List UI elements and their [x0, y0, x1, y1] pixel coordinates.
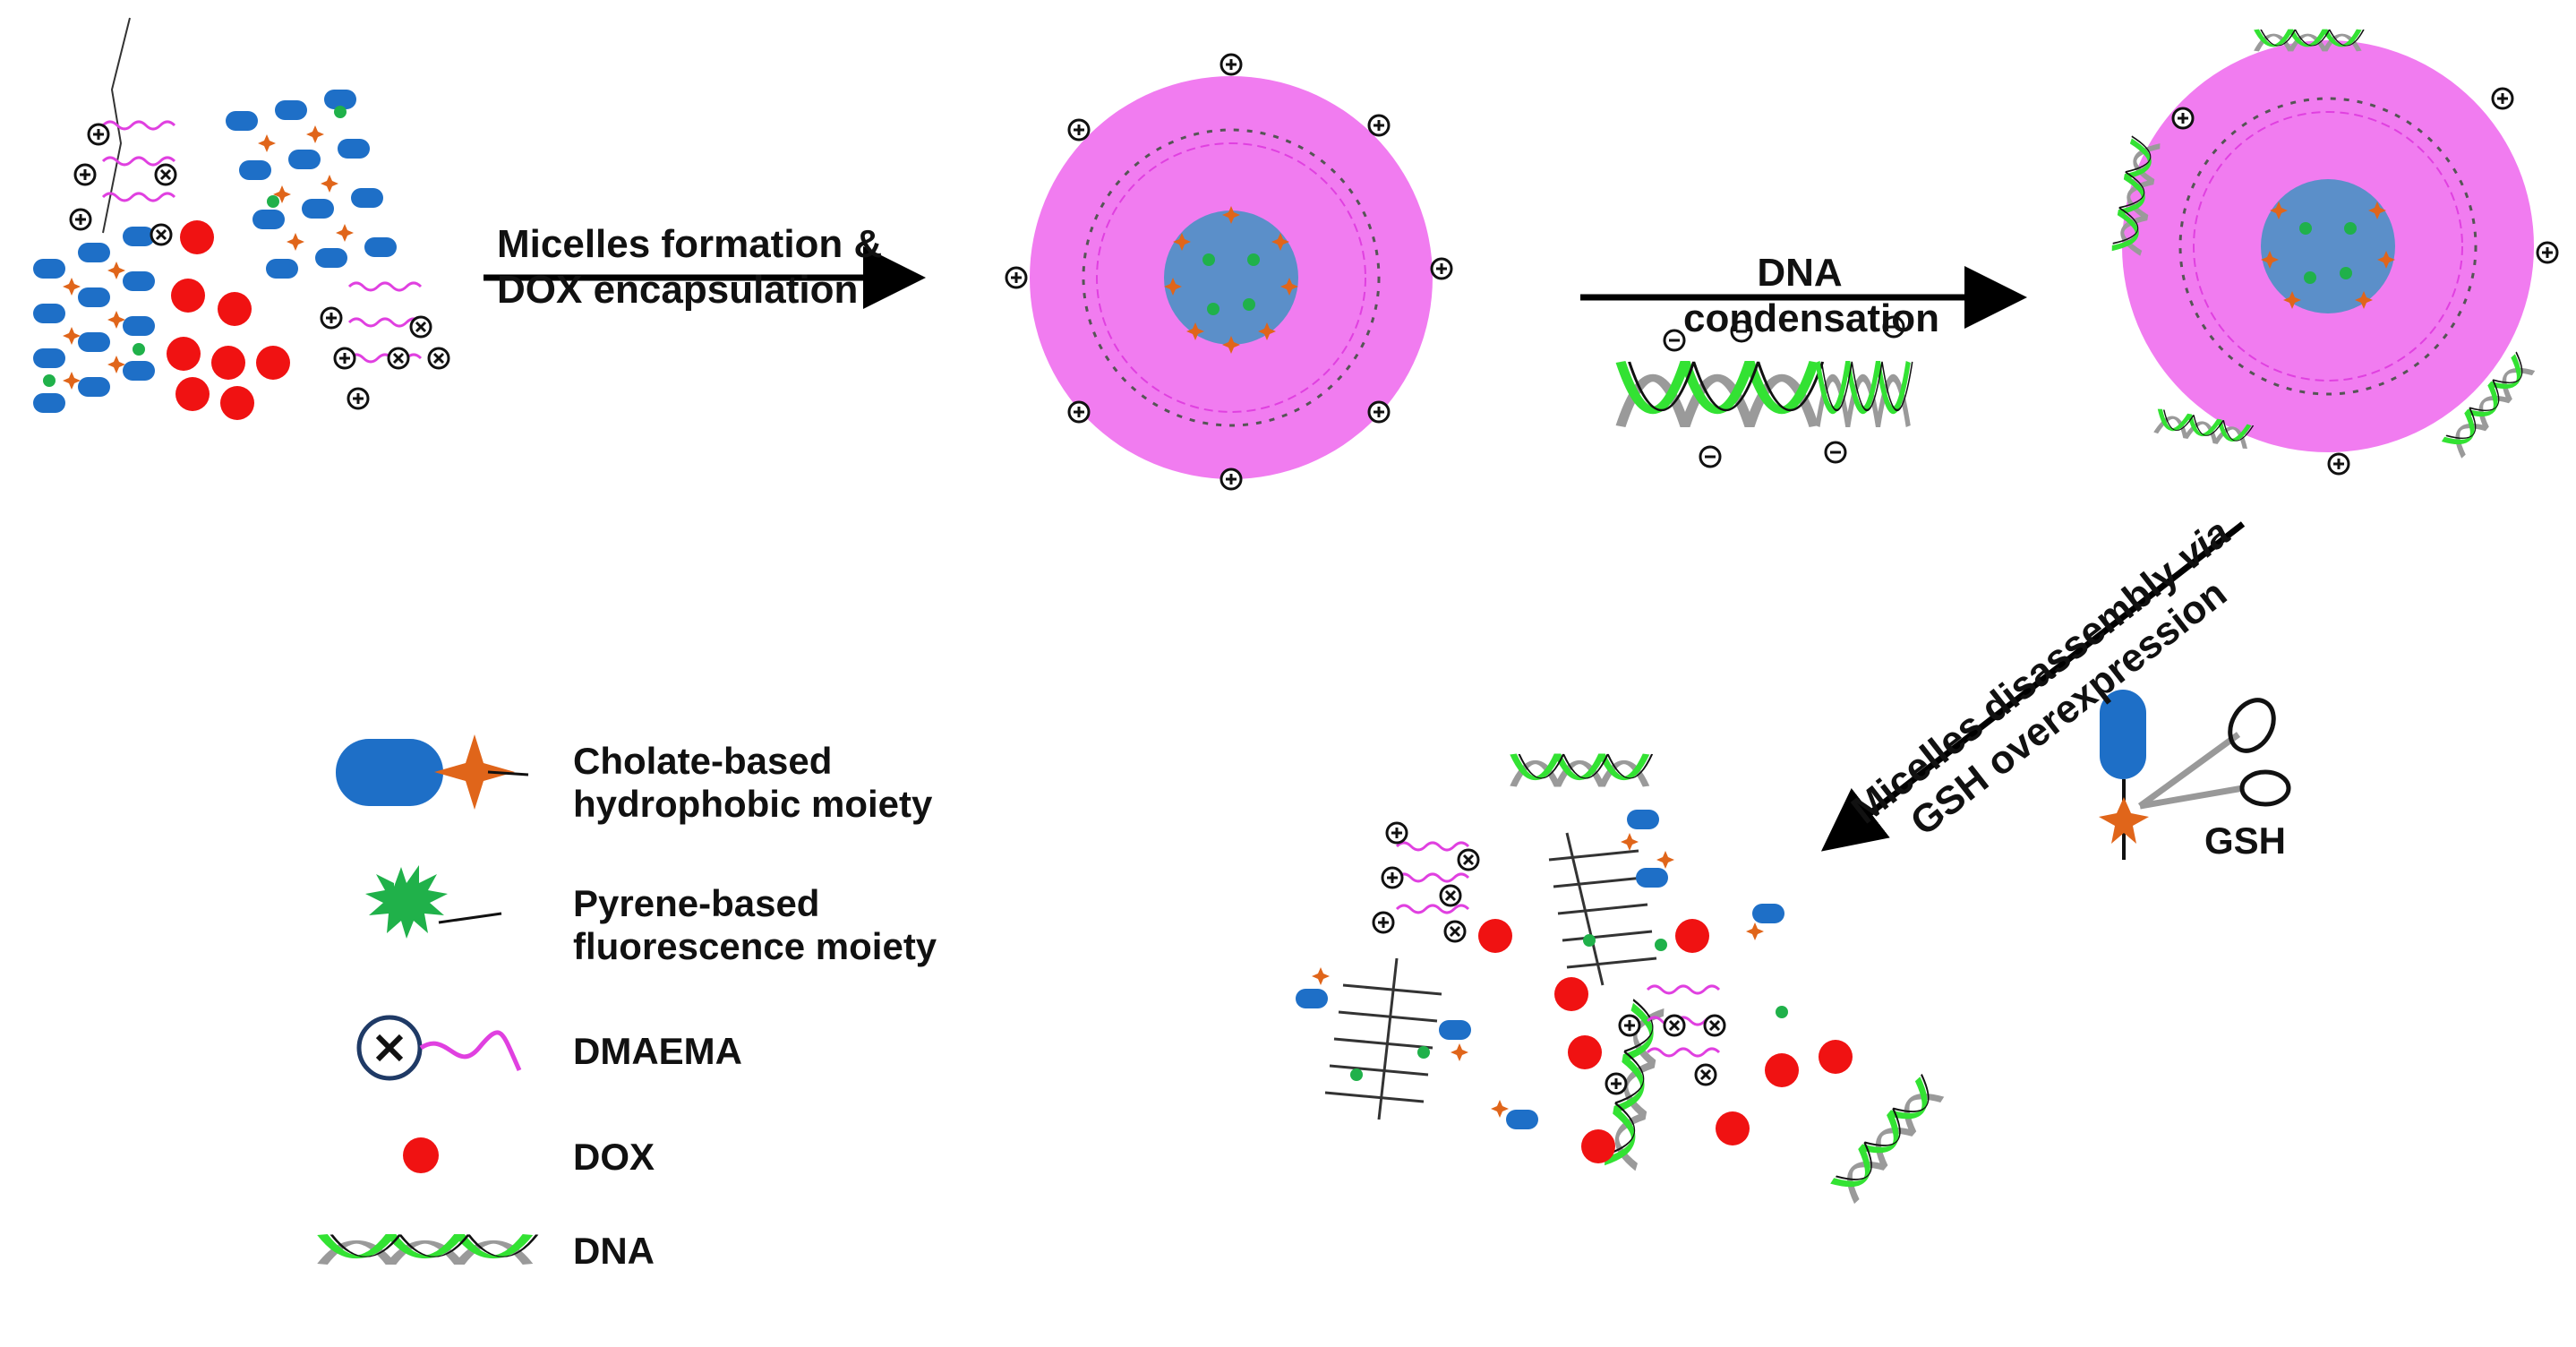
step1-label-line2: DOX encapsulation: [497, 267, 859, 312]
micelle: [1005, 53, 1453, 491]
step1-label-line1: Micelles formation &: [497, 222, 883, 266]
arrow-step3: [1820, 521, 2246, 852]
legend-icons: [322, 734, 537, 1265]
step2-label-line1: DNA: [1757, 251, 1843, 295]
dna-icon: [322, 1235, 537, 1265]
dox-icon: [403, 1137, 439, 1173]
legend-item-dox: DOX: [573, 1136, 655, 1178]
legend-item-dmaema: DMAEMA: [573, 1030, 742, 1072]
step2-label-line2: condensation: [1683, 296, 1940, 340]
cholate-icon: [336, 734, 529, 810]
step1-label: Micelles formation & DOX encapsulation: [497, 222, 882, 313]
unimer-cluster: [33, 17, 450, 420]
micelle-dna-complex: [2112, 30, 2559, 476]
legend-item-dna: DNA: [573, 1230, 655, 1272]
pyrene-icon: [365, 865, 502, 939]
disassembled-products: [1296, 754, 1946, 1202]
legend-item-cholate: Cholate-based hydrophobic moiety: [573, 740, 933, 826]
step2-label: DNA condensation: [1683, 251, 1940, 341]
dmaema-icon: [356, 1015, 522, 1081]
gsh-label: GSH: [2204, 819, 2287, 862]
gsh-scissors-icon: [2099, 690, 2291, 860]
legend-item-pyrene: Pyrene-based fluorescence moiety: [573, 882, 937, 968]
